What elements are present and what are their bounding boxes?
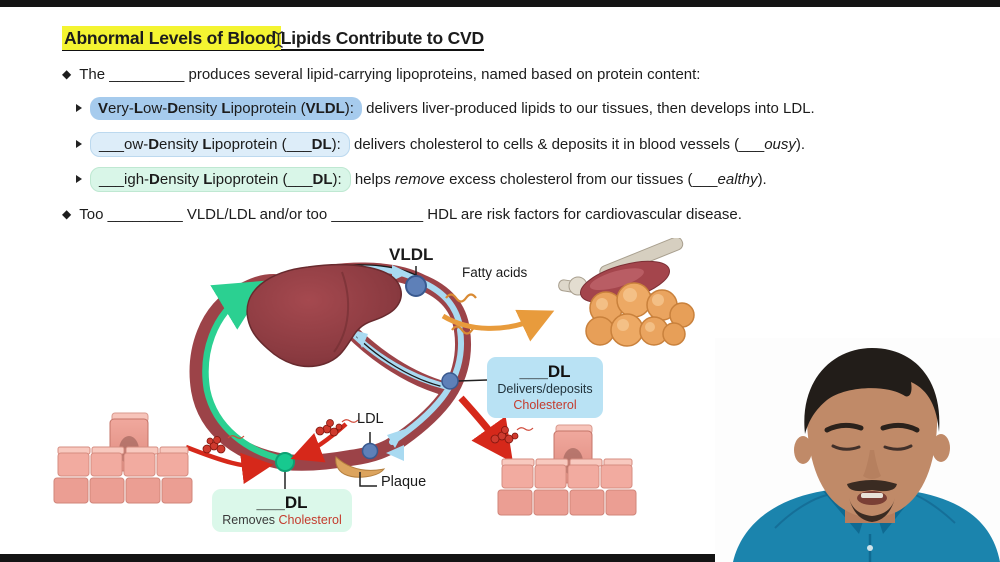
- page-title: Abnormal Levels of Blood Lipids Contribu…: [62, 26, 484, 51]
- lipoprotein-circulation-diagram: VLDL Fatty acids LDL Plaque ___DL Delive…: [50, 236, 710, 550]
- tissue-blocks-right: [497, 424, 637, 516]
- presenter-webcam-overlay: [715, 338, 1000, 562]
- bullet-ldl-line: ___ow-Density Lipoprotein (___DL): deliv…: [76, 132, 805, 157]
- plaque-label: Plaque: [381, 474, 427, 490]
- hdl-box-action: Removes Cholesterol: [222, 513, 342, 528]
- ldl-box-blank: ___DL: [519, 362, 571, 381]
- bullet-hdl-line: ___igh-Density Lipoprotein (___DL): help…: [76, 167, 767, 192]
- diamond-bullet-icon: ◆: [62, 207, 72, 221]
- presenter-illustration: [733, 348, 1000, 562]
- cholesterol-molecule-icons: [202, 419, 534, 454]
- label-connector-lines: [284, 266, 488, 489]
- liver-illustration: [246, 264, 402, 368]
- bullet-vldl-line: Very-Low-Density Lipoprotein (VLDL): del…: [76, 97, 815, 120]
- hdl-info-box: ___DL Removes Cholesterol: [212, 489, 352, 532]
- diamond-bullet-icon: ◆: [62, 67, 72, 81]
- bullet-risk-line: ◆Too _________ VLDL/LDL and/or too _____…: [62, 206, 742, 223]
- vldl-term-pill: Very-Low-Density Lipoprotein (VLDL):: [90, 97, 362, 120]
- diagram-graphics: [53, 236, 695, 516]
- tissue-blocks-left: [53, 412, 193, 504]
- ldl-particle-dot-right: [441, 372, 459, 390]
- hdl-particle-dot: [275, 452, 295, 472]
- hdl-term-pill: ___igh-Density Lipoprotein (___DL):: [90, 167, 351, 192]
- triangle-bullet-icon: [76, 175, 82, 183]
- ldl-box-action: Delivers/deposits: [497, 382, 593, 397]
- triangle-bullet-icon: [76, 104, 82, 112]
- letterbox-top-bar: [0, 0, 1000, 7]
- letterbox-bottom-bar: [0, 554, 1000, 562]
- blood-flow-arrow-icons: [354, 265, 409, 461]
- ldl-term-pill: ___ow-Density Lipoprotein (___DL):: [90, 132, 350, 157]
- fatty-acids-label: Fatty acids: [462, 265, 528, 280]
- title-rest-text: Lipids Contribute to CVD: [280, 28, 484, 48]
- bullet-liver-line: ◆The _________ produces several lipid-ca…: [62, 66, 701, 83]
- ldl-box-cholesterol: Cholesterol: [513, 397, 577, 412]
- triangle-bullet-icon: [76, 140, 82, 148]
- ldl-info-box: ___DL Delivers/deposits Cholesterol: [487, 357, 603, 418]
- hdl-box-blank: ___DL: [256, 493, 308, 512]
- vldl-diagram-label: VLDL: [389, 245, 434, 264]
- fatty-acid-delivery-arrow: [441, 309, 555, 342]
- ldl-particle-dot-plaque: [361, 442, 379, 460]
- ldl-diagram-label: LDL: [357, 411, 384, 427]
- mouse-text-cursor-icon: [274, 31, 283, 48]
- fat-cells-illustration: [585, 282, 695, 347]
- vldl-particle-dot: [405, 275, 427, 297]
- title-highlighted-text: Abnormal Levels of Blood: [62, 26, 281, 50]
- hair: [804, 348, 940, 434]
- plaque-deposit: [335, 456, 386, 478]
